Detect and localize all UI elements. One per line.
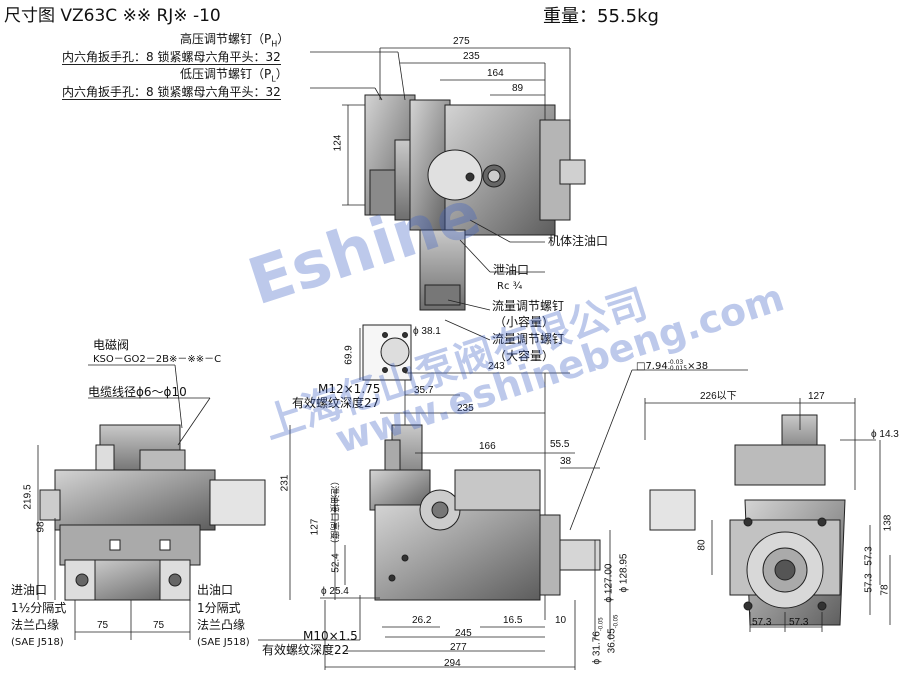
dim-127-rear: 127 [808, 391, 825, 402]
dim-57-3-lower: 57.3 [863, 573, 875, 593]
dim-235-top: 235 [463, 51, 480, 62]
front-view-dimension-lines [37, 364, 291, 640]
dim-124: 124 [332, 134, 344, 152]
m10-thread-depth: 有效螺纹深度22 [262, 643, 350, 657]
dim-166: 166 [479, 441, 496, 452]
low-pressure-screw-label: 低压调节螺钉（PL） [180, 67, 288, 84]
dim-294: 294 [444, 658, 461, 669]
rear-view-dimension-lines [644, 398, 891, 632]
dim-36-05: 36.05-0.05 [606, 614, 620, 654]
flow-small-capacity: （小容量） [494, 315, 555, 329]
dim-38: 38 [560, 456, 572, 467]
port-detail-flange [362, 324, 412, 381]
dim-164: 164 [487, 68, 504, 79]
flow-screw-large-label: 流量调节螺钉 [492, 332, 565, 346]
front-view-pump [39, 424, 266, 601]
dim-55-5: 55.5 [550, 439, 570, 450]
dim-235-mid: 235 [457, 403, 474, 414]
m10-thread-label: M10×1.5 [303, 629, 358, 643]
dim-57-3-bottom-left: 57.3 [752, 617, 772, 628]
m12-thread-depth: 有效螺纹深度27 [292, 396, 380, 410]
solenoid-valve-label: 电磁阀 [93, 338, 130, 352]
dim-57-3-bottom-right: 57.3 [789, 617, 809, 628]
solenoid-model-label: KSO－GO2－2B※－※※－C [93, 354, 222, 365]
top-view-dimension-lines [310, 47, 571, 341]
dim-138: 138 [882, 514, 894, 532]
flow-large-capacity: （大容量） [494, 349, 555, 363]
dim-phi-127: ϕ 127.00 [603, 563, 615, 603]
dim-226-max: 226以下 [700, 391, 737, 402]
rear-view-pump [649, 414, 846, 626]
dim-219-5: 219.5 [22, 484, 34, 510]
dim-10: 10 [555, 615, 567, 626]
drain-port-label: 泄油口 [493, 263, 530, 277]
hex-socket-note-1: 内六角扳手孔：8 锁紧螺母六角平头：32 [62, 50, 281, 65]
dim-phi-38-1: ϕ 38.1 [413, 326, 441, 337]
outlet-spec-label: 1分隔式 [197, 601, 241, 615]
body-fill-port-label: 机体注油口 [548, 234, 609, 248]
m12-thread-label: M12×1.75 [318, 382, 381, 396]
dim-phi-25-4: ϕ 25.4 [321, 586, 349, 597]
inlet-sae-label: (SAE J518) [11, 637, 64, 648]
side-view-dimension-lines [258, 452, 611, 670]
inlet-flange-label: 法兰凸缘 [11, 618, 60, 632]
dim-52-4: 52.4 [330, 553, 342, 573]
dim-phi-128-95: ϕ 128.95 [618, 553, 630, 593]
dim-35-7: 35.7 [414, 385, 434, 396]
dim-127-side: 127 [309, 518, 321, 536]
drain-thread-label: Rc ¾ [497, 281, 523, 292]
dim-phi-31-76: ϕ 31.76-0.05 [591, 617, 605, 665]
dim-98: 98 [35, 521, 47, 533]
high-pressure-screw-label: 高压调节螺钉（PH） [180, 32, 290, 49]
dim-75-right: 75 [153, 620, 165, 631]
cable-diameter-label: 电缆线径ϕ6～ϕ10 [88, 385, 187, 399]
dim-phi-14-3: ϕ 14.3 [871, 429, 899, 440]
outlet-flange-label: 法兰凸缘 [197, 618, 246, 632]
dim-89: 89 [512, 83, 524, 94]
dim-78: 78 [879, 584, 891, 596]
drawing-title: 尺寸图 VZ63C ※※ RJ※ -10 [4, 6, 221, 26]
flow-screw-small-label: 流量调节螺钉 [492, 299, 565, 313]
dim-16-5: 16.5 [503, 615, 523, 626]
dim-277: 277 [450, 642, 467, 653]
dim-75-left: 75 [97, 620, 109, 631]
dim-80: 80 [696, 539, 708, 551]
outlet-port-label: 出油口 [197, 583, 234, 597]
top-view-pump [364, 94, 586, 311]
hex-socket-note-2: 内六角扳手孔：8 锁紧螺母六角平头：32 [62, 85, 281, 100]
shaft-key-label: □7.94-0.03-0.015×38 [636, 359, 709, 372]
dim-275: 275 [453, 36, 470, 47]
dim-245: 245 [455, 628, 472, 639]
port-detail-dimension-lines [359, 328, 748, 620]
drain-height-note: （泄油接口高度） [328, 476, 339, 549]
dim-243: 243 [488, 361, 505, 372]
side-view-pump [369, 424, 601, 601]
weight-label: 重量：55.5kg [543, 6, 659, 27]
dim-26-2: 26.2 [412, 615, 432, 626]
dim-231: 231 [279, 474, 291, 492]
inlet-spec-label: 1½分隔式 [11, 601, 67, 615]
outlet-sae-label: (SAE J518) [197, 637, 250, 648]
dim-57-3-upper: 57.3 [863, 546, 875, 566]
inlet-port-label: 进油口 [11, 583, 48, 597]
